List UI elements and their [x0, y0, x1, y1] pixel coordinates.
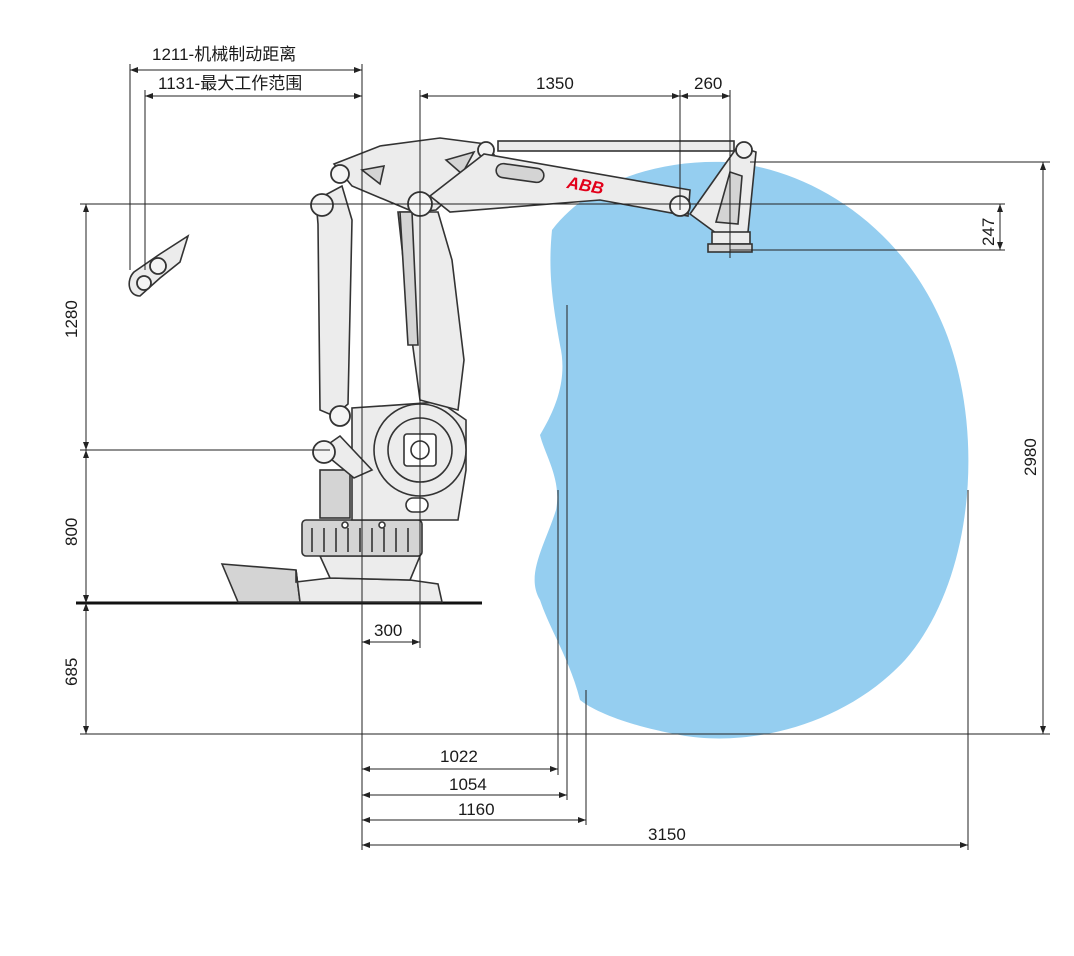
arrowheads: [83, 67, 1046, 848]
label-brake-distance: 1211-机械制动距离: [152, 45, 296, 64]
working-envelope: [534, 161, 969, 739]
label-max-reach: 3150: [648, 825, 686, 844]
label-upper-height: 1280: [62, 300, 81, 338]
label-base-offset: 300: [374, 621, 402, 640]
label-total-height: 2980: [1021, 438, 1040, 476]
label-wrist-offset: 260: [694, 74, 722, 93]
label-top-reach: 1350: [536, 74, 574, 93]
wrist: [688, 141, 757, 253]
label-below-floor: 685: [62, 658, 81, 686]
label-inner-reach-1: 1022: [440, 747, 478, 766]
label-max-working-range: 1131-最大工作范围: [158, 74, 302, 93]
forearm: ABB: [428, 140, 735, 217]
retracted-arm: [128, 234, 190, 297]
robot-base: [220, 519, 443, 603]
label-inner-reach-3: 1160: [458, 800, 495, 819]
label-inner-reach-2: 1054: [449, 775, 487, 794]
dimension-lines: [80, 64, 1050, 850]
label-base-height: 800: [62, 518, 81, 546]
label-flange-height: 247: [979, 218, 998, 246]
parallel-link: [310, 184, 374, 479]
